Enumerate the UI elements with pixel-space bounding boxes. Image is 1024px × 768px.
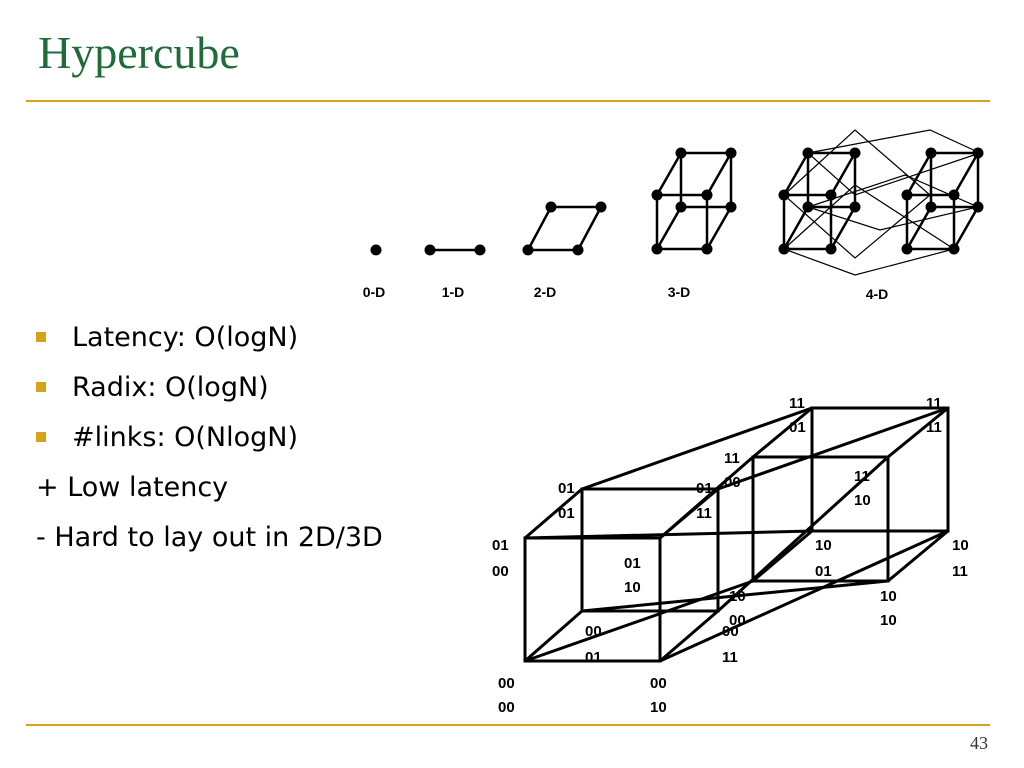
line-low-latency: + Low latency (36, 472, 229, 503)
svg-text:01: 01 (815, 563, 832, 580)
node-1000: 10 00 (729, 588, 746, 629)
bullet-latency: Latency: O(logN) (36, 318, 383, 368)
svg-text:01: 01 (696, 480, 713, 497)
slide-title: Hypercube (38, 27, 240, 78)
square-bullet-icon (36, 381, 46, 392)
svg-text:11: 11 (854, 468, 870, 485)
svg-text:01: 01 (558, 505, 575, 522)
dim-label-0d: 0-D (363, 284, 386, 300)
svg-text:00: 00 (724, 474, 741, 491)
svg-text:00: 00 (650, 675, 667, 692)
dim-label-1d: 1-D (442, 284, 465, 300)
node-1100: 11 00 (724, 450, 741, 491)
dim-label-2d: 2-D (534, 284, 557, 300)
dim-label-3d: 3-D (668, 284, 691, 300)
svg-text:10: 10 (880, 612, 897, 629)
svg-text:00: 00 (498, 699, 515, 716)
svg-text:10: 10 (854, 492, 871, 509)
node-1111: 11 11 (926, 395, 942, 436)
svg-text:00: 00 (729, 612, 746, 629)
square-bullet-icon (36, 431, 46, 442)
hypercube-2d (522, 201, 607, 256)
node-1101: 11 01 (789, 395, 806, 436)
node-0111: 01 11 (696, 480, 713, 522)
node-1010: 10 10 (880, 588, 897, 629)
node-0010: 00 10 (650, 675, 667, 716)
page-number: 43 (970, 733, 988, 753)
svg-text:11: 11 (952, 563, 968, 580)
svg-text:01: 01 (558, 480, 575, 497)
svg-text:11: 11 (722, 649, 738, 666)
node-0100: 01 00 (492, 537, 509, 580)
svg-text:00: 00 (492, 563, 509, 580)
node-0011: 00 11 (722, 623, 739, 666)
labeled-hypercube (523, 406, 950, 663)
hypercube-1d (424, 244, 486, 256)
svg-text:10: 10 (729, 588, 746, 605)
svg-text:00: 00 (722, 623, 739, 640)
node-1001: 10 01 (815, 537, 832, 580)
svg-text:01: 01 (585, 649, 602, 666)
svg-text:01: 01 (492, 537, 509, 554)
node-1011: 10 11 (952, 537, 969, 580)
bullet-radix: Radix: O(logN) (36, 368, 383, 418)
footer-divider (26, 724, 990, 726)
hypercube-0d (370, 244, 382, 256)
svg-text:10: 10 (624, 579, 641, 596)
hypercube-4d (778, 129, 984, 276)
svg-text:01: 01 (789, 419, 806, 436)
node-1110: 11 10 (854, 468, 871, 509)
svg-text:11: 11 (789, 395, 805, 412)
node-0001: 00 01 (585, 623, 602, 666)
hypercube-3d (651, 147, 737, 255)
bullet-links: #links: O(NlogN) (36, 418, 383, 468)
bullet-list: Latency: O(logN) Radix: O(logN) #links: … (36, 318, 383, 568)
svg-text:10: 10 (880, 588, 897, 605)
title-divider (26, 100, 990, 102)
dim-label-4d: 4-D (866, 286, 889, 302)
svg-text:11: 11 (724, 450, 740, 467)
line-hard-layout: - Hard to lay out in 2D/3D (36, 522, 383, 553)
svg-text:00: 00 (498, 675, 515, 692)
node-0110: 01 10 (624, 555, 641, 596)
svg-text:10: 10 (815, 537, 832, 554)
svg-text:11: 11 (926, 419, 942, 436)
svg-text:11: 11 (926, 395, 942, 412)
svg-text:00: 00 (585, 623, 602, 640)
svg-text:10: 10 (952, 537, 969, 554)
svg-text:11: 11 (696, 505, 712, 522)
node-0000: 00 00 (498, 675, 515, 716)
square-bullet-icon (36, 331, 46, 342)
svg-text:10: 10 (650, 699, 667, 716)
svg-text:01: 01 (624, 555, 641, 572)
node-0101: 01 01 (558, 480, 575, 522)
